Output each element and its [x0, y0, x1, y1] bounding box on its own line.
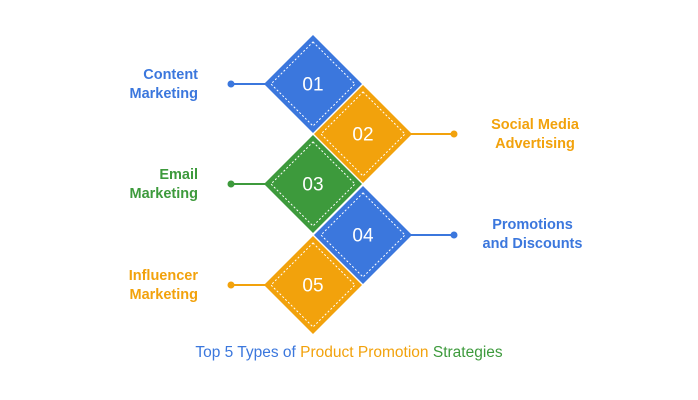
step-number-03: 03 — [302, 175, 323, 196]
step-label-05: Influencer Marketing — [129, 267, 198, 305]
diagram-caption: Top 5 Types of Product Promotion Strateg… — [0, 344, 698, 362]
step-number-01: 01 — [302, 75, 323, 96]
step-number-02: 02 — [352, 125, 373, 146]
connector-03 — [227, 180, 266, 188]
step-label-05-line1: Influencer — [128, 268, 198, 284]
step-label-01: Content Marketing — [130, 66, 199, 104]
step-label-04: Promotions and Discounts — [465, 216, 600, 254]
step-label-04-line1: Promotions — [492, 217, 573, 233]
step-label-03-line2: Marketing — [129, 186, 199, 202]
diamond-05: 05 — [264, 236, 362, 334]
step-label-03: Email Marketing — [130, 166, 199, 204]
diamond-01: 01 — [264, 35, 362, 133]
step-number-05: 05 — [302, 276, 323, 297]
caption-part-3: Strategies — [428, 344, 503, 361]
caption-part-2: Product Promotion — [300, 344, 429, 361]
connector-04 — [411, 231, 458, 239]
step-label-05-line2: Marketing — [129, 287, 199, 303]
step-label-02-line1: Social Media — [491, 117, 579, 133]
step-label-01-line2: Marketing — [129, 86, 199, 102]
diamond-02: 02 — [314, 85, 412, 183]
step-number-04: 04 — [352, 226, 374, 247]
diamond-04: 04 — [314, 186, 412, 284]
step-label-01-line1: Content — [143, 67, 198, 83]
caption-part-1: Top 5 Types of — [195, 344, 301, 361]
diamond-03: 03 — [264, 135, 362, 233]
step-label-02-line2: Advertising — [495, 136, 575, 152]
connector-02 — [411, 130, 458, 138]
step-label-03-line1: Email — [159, 167, 198, 183]
step-label-04-line2: and Discounts — [482, 236, 583, 252]
connector-05 — [227, 281, 266, 289]
step-label-02: Social Media Advertising — [470, 116, 600, 154]
connector-01 — [227, 80, 266, 88]
